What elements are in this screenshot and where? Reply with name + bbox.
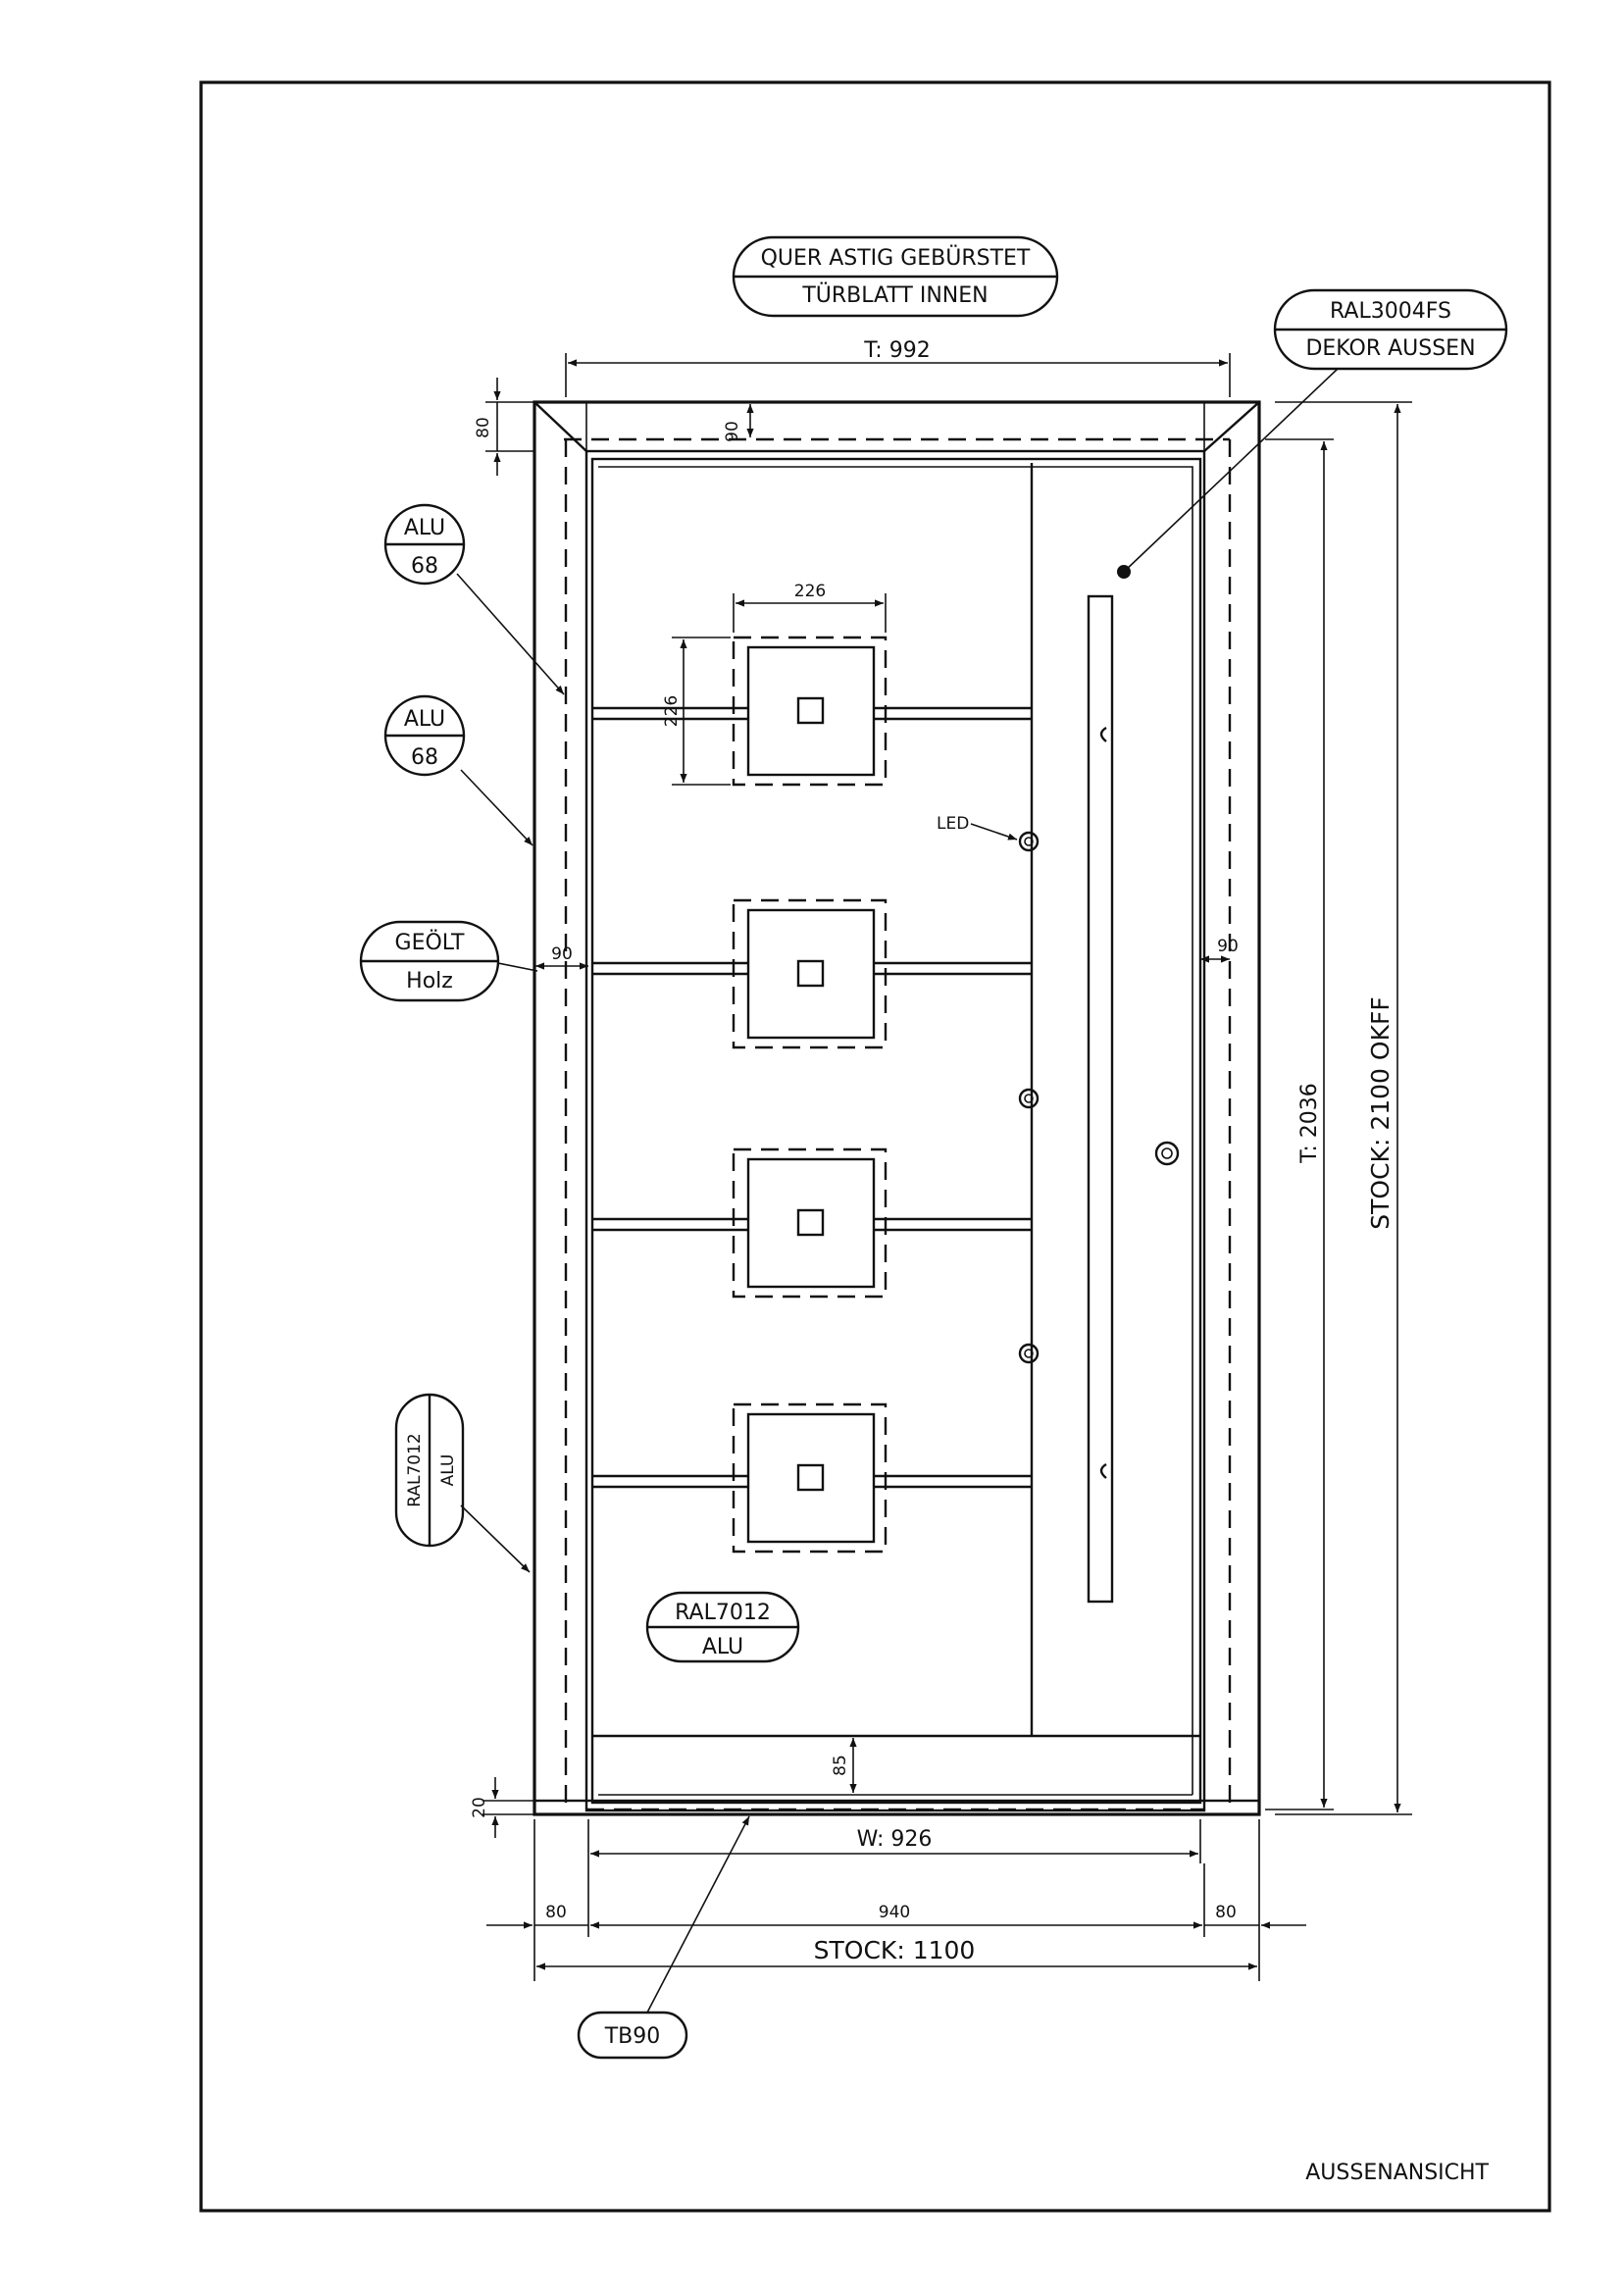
dim-right-jamb-label: 80 — [1215, 1903, 1237, 1922]
callout-quer-astig-line2: TÜRBLATT INNEN — [801, 282, 988, 308]
dim-door-height: T: 2036 — [1265, 438, 1334, 1810]
led-lights — [1018, 831, 1040, 1364]
dim-top-frame-label: 80 — [474, 417, 493, 438]
callout-led-label: LED — [937, 814, 969, 834]
window-1 — [592, 636, 1032, 787]
callout-tb90-label: TB90 — [604, 2024, 661, 2049]
callout-alu68-bottom-line2: 68 — [411, 745, 438, 770]
dim-threshold-label: 20 — [470, 1797, 489, 1818]
lock-cylinder — [1154, 1141, 1180, 1166]
dim-left-stile: 90 — [535, 944, 588, 970]
callout-ral7012-panel-line2: ALU — [702, 1635, 743, 1659]
dim-clear-width-label: 940 — [879, 1903, 910, 1922]
callout-tb90: TB90 — [577, 1815, 750, 2060]
door-leaf — [533, 457, 1261, 1816]
dim-door-height-label: T: 2036 — [1297, 1083, 1322, 1163]
callout-alu68-bottom-line1: ALU — [404, 707, 445, 732]
dim-window-height-label: 226 — [662, 695, 682, 727]
callout-quer-astig-line1: QUER ASTIG GEBÜRSTET — [761, 245, 1031, 271]
dim-stock-width-label: STOCK: 1100 — [814, 1936, 976, 1964]
dim-top-rail-label: 90 — [723, 421, 742, 442]
door-handle — [1087, 594, 1114, 1604]
dim-right-stile: 90 — [1200, 937, 1239, 963]
dim-top-width: T: 992 — [565, 338, 1231, 397]
callout-ral7012-panel: RAL7012 ALU — [645, 1591, 800, 1663]
dim-top-rail: 90 — [723, 404, 754, 442]
callout-led: LED — [937, 814, 1018, 841]
callout-alu68-bottom: ALU 68 — [383, 694, 533, 846]
sheet-border — [199, 80, 1551, 2213]
dim-right-stile-label: 90 — [1217, 937, 1239, 956]
callout-alu68-top-line2: 68 — [411, 554, 438, 579]
dim-stock-height-label: STOCK: 2100 OKFF — [1366, 996, 1395, 1229]
dim-bottom-rail: 85 — [831, 1738, 857, 1793]
view-title: AUSSENANSICHT — [1305, 2161, 1489, 2185]
callout-alu68-top-line1: ALU — [404, 516, 445, 540]
dim-left-stile-label: 90 — [551, 944, 573, 964]
window-3 — [592, 1147, 1032, 1299]
dim-window-width: 226 — [733, 582, 887, 633]
callout-geoelt-line1: GEÖLT — [395, 930, 465, 955]
callout-ral7012-side: RAL7012 ALU — [394, 1393, 531, 1573]
callout-alu68-top: ALU 68 — [383, 503, 565, 695]
dim-window-height: 226 — [662, 637, 731, 786]
callout-quer-astig: QUER ASTIG GEBÜRSTET TÜRBLATT INNEN — [732, 235, 1059, 318]
callout-ral3004fs-line2: DEKOR AUSSEN — [1305, 336, 1475, 361]
window-4 — [592, 1402, 1032, 1554]
dim-stock-height: STOCK: 2100 OKFF — [1275, 401, 1412, 1815]
dim-bottom-rail-label: 85 — [831, 1755, 850, 1776]
callout-geoelt-holz: GEÖLT Holz — [359, 920, 538, 1002]
dim-top-width-label: T: 992 — [863, 338, 930, 363]
callout-geoelt-line2: Holz — [406, 969, 453, 994]
door-frame — [533, 400, 1261, 1816]
dim-window-width-label: 226 — [794, 582, 826, 601]
dim-leaf-width-label: W: 926 — [857, 1827, 933, 1852]
window-2 — [592, 898, 1032, 1049]
callout-ral7012-side-line2: ALU — [438, 1454, 458, 1487]
dim-leaf-width: W: 926 — [587, 1819, 1201, 1863]
callout-ral3004fs: RAL3004FS DEKOR AUSSEN — [1117, 288, 1508, 579]
dim-top-frame: 80 — [474, 378, 534, 476]
dim-stock-width: STOCK: 1100 — [536, 1936, 1257, 1970]
callout-ral3004fs-line1: RAL3004FS — [1330, 299, 1451, 324]
callout-ral7012-side-line1: RAL7012 — [405, 1433, 425, 1507]
dim-threshold: 20 — [470, 1777, 534, 1838]
dim-left-jamb-label: 80 — [545, 1903, 567, 1922]
callout-ral7012-panel-line1: RAL7012 — [675, 1601, 771, 1625]
